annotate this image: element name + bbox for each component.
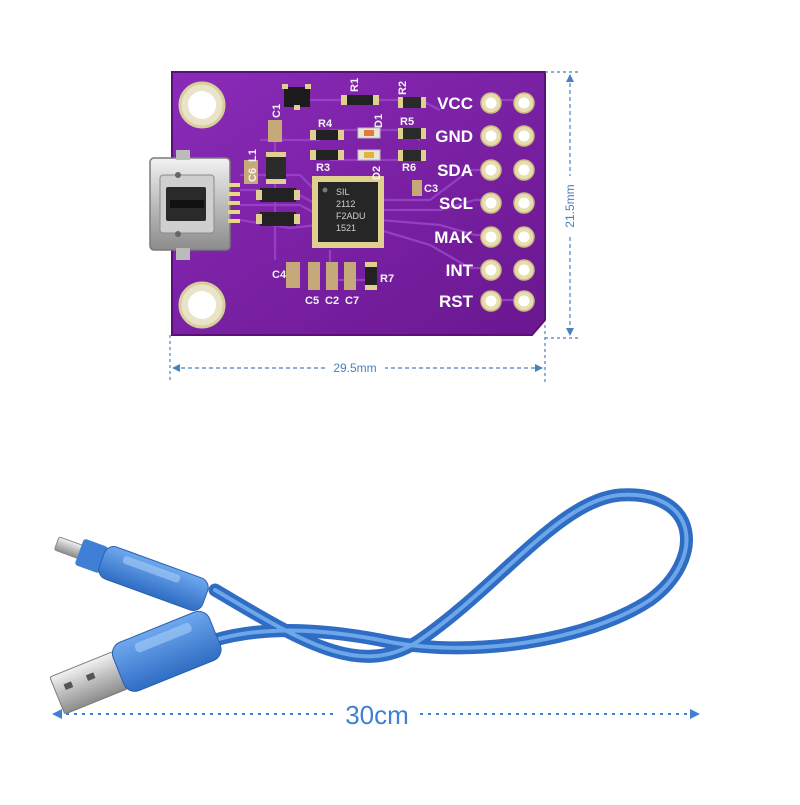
pcb-board: SIL 2112 F2ADU 1521 R1 R2 C1 R4 R5 D1 C6…: [149, 71, 546, 336]
label-c3: C3: [424, 183, 438, 195]
label-c5: C5: [305, 295, 319, 307]
smd-components: [244, 84, 426, 290]
label-c7: C7: [345, 295, 359, 307]
width-label-bg: [325, 360, 385, 376]
label-r2: R2: [397, 81, 409, 95]
component-labels: R1 R2 C1 R4 R5 D1 C6 L1 R3 D2 R6 C3 C4 C…: [247, 78, 438, 307]
usb-a-plug: [49, 610, 222, 715]
dimension-width-label: 29.5mm: [333, 361, 376, 375]
pin-label-gnd: GND: [435, 127, 473, 146]
chip-marking-line-2: 2112: [336, 199, 355, 209]
label-r3: R3: [316, 162, 330, 174]
pin-labels: VCC GND SDA SCL MAK INT RST: [434, 94, 473, 311]
label-d2: D2: [371, 166, 383, 180]
label-r4: R4: [318, 118, 333, 130]
cable-length-indicator: 30cm: [52, 700, 700, 730]
label-d1: D1: [373, 114, 385, 128]
label-c6: C6: [247, 168, 259, 182]
chip-marking-line-1: SIL: [336, 187, 350, 197]
pin-label-mak: MAK: [434, 228, 473, 247]
label-r1: R1: [349, 78, 361, 92]
pin-label-scl: SCL: [439, 194, 473, 213]
micro-usb-plug: [54, 536, 209, 612]
height-label-bg: [562, 176, 578, 236]
label-r7: R7: [380, 273, 394, 285]
mounting-hole-bottom: [178, 281, 226, 329]
dimension-arrows: [172, 74, 574, 372]
pin-label-vcc: VCC: [437, 94, 473, 113]
header-pads: [480, 92, 535, 312]
label-c4: C4: [272, 269, 287, 281]
label-r5: R5: [400, 116, 414, 128]
label-c1: C1: [271, 104, 283, 118]
dimension-height-label: 21.5mm: [563, 184, 577, 227]
mounting-hole-top: [178, 81, 226, 129]
chip-marking-line-4: 1521: [336, 223, 356, 233]
pin-label-int: INT: [446, 261, 474, 280]
pin-label-rst: RST: [439, 292, 474, 311]
micro-usb-connector: [149, 150, 240, 260]
pin-label-sda: SDA: [437, 161, 473, 180]
label-c2: C2: [325, 295, 339, 307]
usb-cable: [49, 488, 693, 715]
cable-length-label: 30cm: [345, 700, 409, 730]
chip-marking-line-3: F2ADU: [336, 211, 366, 221]
label-r6: R6: [402, 162, 416, 174]
label-l1: L1: [247, 149, 259, 162]
cp2112-chip: SIL 2112 F2ADU 1521: [312, 176, 384, 248]
